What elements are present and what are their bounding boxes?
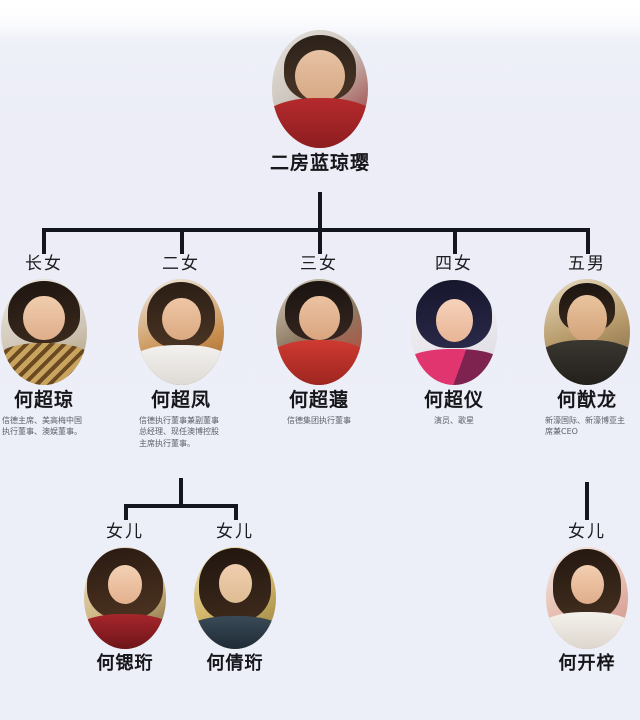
connector-drop-1 — [42, 228, 46, 254]
avatar-gen3-1 — [84, 547, 166, 649]
person-desc-gen2-1: 信德主席、美高梅中国执行董事、澳娱董事。 — [2, 415, 82, 437]
connector-gen3-left-stem — [179, 478, 183, 508]
relation-label-gen2-1: 长女 — [25, 254, 63, 274]
connector-drop-5 — [586, 228, 590, 254]
connector-gen3-right-stem — [585, 482, 589, 520]
avatar-gen2-1 — [1, 279, 87, 385]
connector-root-stem — [318, 192, 322, 232]
node-root[interactable]: 二房蓝琼璎 — [250, 30, 390, 175]
connector-gen3-drop-1 — [124, 504, 128, 520]
relation-label-gen3-2: 女儿 — [216, 522, 254, 542]
avatar-gen2-4 — [411, 279, 497, 385]
person-name-gen3-1: 何锶珩 — [96, 653, 154, 674]
avatar-gen2-5 — [544, 279, 630, 385]
connector-drop-2 — [180, 228, 184, 254]
connector-gen3-left-bus — [124, 504, 238, 508]
person-desc-gen2-2: 信德执行董事兼副董事总经理、现任澳博控股主席执行董事。 — [139, 415, 219, 449]
node-gen2-3[interactable]: 三女 何超蕸 信德集团执行董事 — [275, 256, 363, 426]
person-name-gen2-1: 何超琼 — [13, 389, 74, 411]
person-desc-gen2-4: 演员、歌星 — [434, 415, 474, 425]
relation-label-gen2-2: 二女 — [162, 254, 200, 274]
relation-label-gen3-1: 女儿 — [106, 522, 144, 542]
avatar-root — [272, 30, 368, 148]
connector-gen2-bus — [42, 228, 590, 232]
relation-label-gen3-3: 女儿 — [568, 522, 606, 542]
person-name-gen2-4: 何超仪 — [423, 389, 484, 411]
avatar-gen2-2 — [138, 279, 224, 385]
person-name-gen2-2: 何超凤 — [150, 389, 211, 411]
relation-label-gen2-3: 三女 — [300, 254, 338, 274]
person-desc-gen2-5: 新濠国际、新濠博亚主席兼CEO — [545, 415, 625, 437]
node-gen3-2[interactable]: 女儿 何倩珩 — [193, 524, 277, 675]
person-desc-gen2-3: 信德集团执行董事 — [287, 415, 351, 425]
relation-label-gen2-4: 四女 — [435, 254, 473, 274]
root-name: 二房蓝琼璎 — [269, 152, 370, 174]
person-name-gen3-2: 何倩珩 — [206, 653, 264, 674]
connector-gen3-drop-2 — [234, 504, 238, 520]
avatar-gen3-2 — [194, 547, 276, 649]
avatar-gen3-3 — [546, 547, 628, 649]
node-gen2-4[interactable]: 四女 何超仪 演员、歌星 — [410, 256, 498, 426]
node-gen2-5[interactable]: 五男 何猷龙 新濠国际、新濠博亚主席兼CEO — [543, 256, 631, 438]
avatar-gen2-3 — [276, 279, 362, 385]
node-gen2-1[interactable]: 长女 何超琼 信德主席、美高梅中国执行董事、澳娱董事。 — [0, 256, 88, 438]
relation-label-gen2-5: 五男 — [568, 254, 606, 274]
connector-drop-4 — [453, 228, 457, 254]
person-name-gen2-3: 何超蕸 — [288, 389, 349, 411]
person-name-gen3-3: 何开梓 — [558, 653, 616, 674]
connector-drop-3 — [318, 228, 322, 254]
node-gen2-2[interactable]: 二女 何超凤 信德执行董事兼副董事总经理、现任澳博控股主席执行董事。 — [137, 256, 225, 450]
node-gen3-3[interactable]: 女儿 何开梓 — [545, 524, 629, 675]
node-gen3-1[interactable]: 女儿 何锶珩 — [83, 524, 167, 675]
person-name-gen2-5: 何猷龙 — [556, 389, 617, 411]
